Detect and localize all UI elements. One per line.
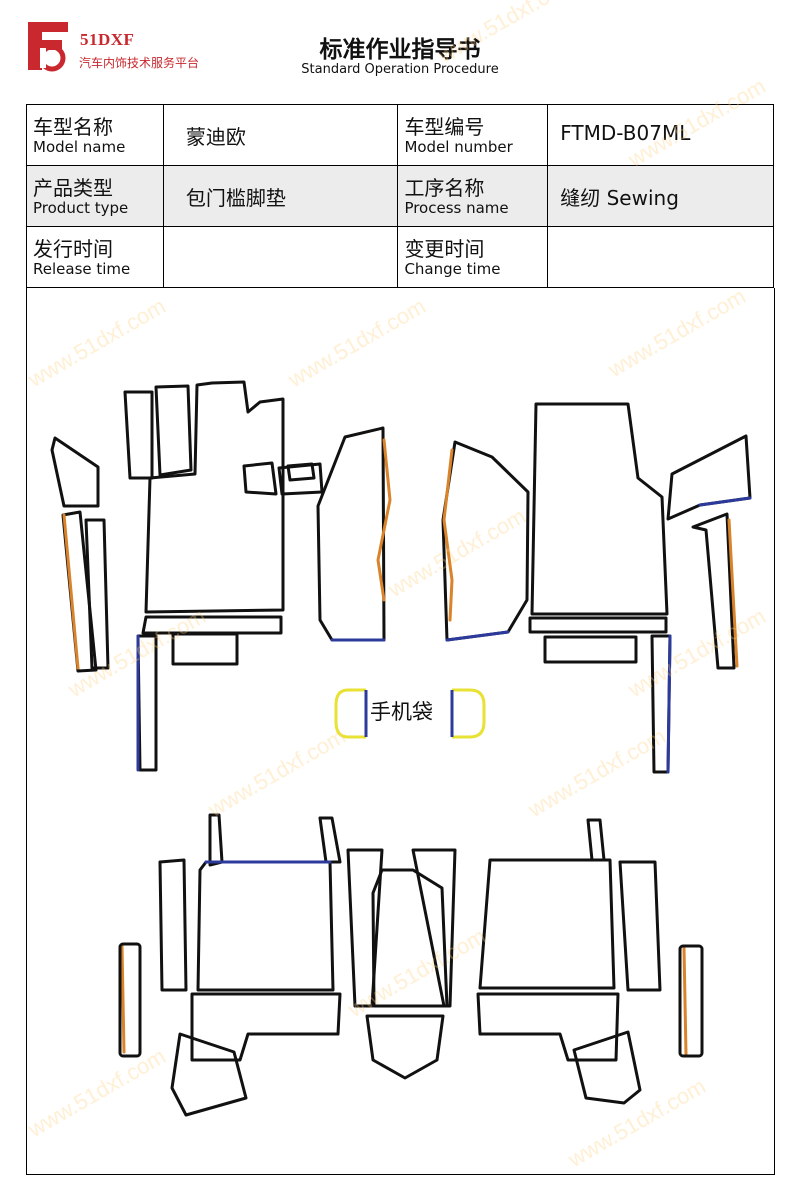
- mat-piece-front-left-panel-2: [154, 384, 193, 477]
- mat-piece-rear-right-side: [618, 860, 662, 992]
- process-name-label-cn: 工序名称: [404, 176, 485, 200]
- mat-piece-rear-left-lower: [190, 992, 342, 1062]
- product-type-label-cn: 产品类型: [33, 176, 113, 200]
- mat-piece-rear-center-lower: [365, 1014, 445, 1080]
- mat-piece-front-left-sill: [141, 615, 283, 635]
- mat-piece-rear-left-side: [158, 858, 188, 992]
- edge-binding-rear-left-orange: [120, 944, 126, 1054]
- mat-piece-rear-left-clip: [208, 813, 224, 867]
- release-time-label-cn: 发行时间: [33, 237, 113, 261]
- model-number-value-cell: FTMD-B07ML: [547, 104, 774, 166]
- change-time-label-en: Change time: [404, 260, 501, 278]
- mat-piece-front-right-heel: [543, 635, 638, 664]
- mat-piece-front-left-main: [144, 380, 285, 614]
- document-title: 标准作业指导书: [319, 37, 481, 63]
- change-time-label-cell: 变更时间 Change time: [397, 226, 549, 288]
- document-subtitle: Standard Operation Procedure: [301, 62, 499, 77]
- release-time-label-cell: 发行时间 Release time: [26, 226, 164, 288]
- mat-piece-front-left-panel: [123, 390, 154, 480]
- release-time-value-cell: [162, 226, 399, 288]
- edge-binding-right-trim-blue: [698, 496, 752, 507]
- phone-pocket-right-outline: [452, 688, 486, 739]
- mat-piece-front-left-small: [286, 462, 316, 482]
- model-name-value-cell: 蒙迪欧: [162, 104, 399, 166]
- mat-piece-front-left-tab: [242, 461, 278, 496]
- edge-binding-left-door-orange: [376, 438, 392, 602]
- model-number-value: FTMD-B07ML: [560, 121, 691, 145]
- brand-name: 51DXF: [80, 30, 135, 49]
- mat-piece-left-side-trim: [50, 436, 100, 508]
- brand-tagline: 汽车内饰技术服务平台: [79, 56, 200, 70]
- edge-binding-right-strip-orange: [727, 518, 739, 668]
- mat-piece-rear-right-main: [478, 858, 616, 990]
- release-time-label-en: Release time: [33, 260, 131, 278]
- mat-piece-rear-left-main: [196, 860, 335, 992]
- product-type-label-cell: 产品类型 Product type: [26, 165, 164, 227]
- info-table: 车型名称 Model name 蒙迪欧 车型编号 Model number FT…: [26, 104, 774, 288]
- process-name-value-cell: 缝纫 Sewing: [547, 165, 774, 227]
- mat-piece-left-door-panel: [316, 426, 386, 642]
- mat-piece-front-left-heel: [171, 632, 239, 666]
- mat-piece-rear-right-strip: [678, 944, 704, 1058]
- mat-piece-rear-right-lower: [476, 992, 620, 1062]
- edge-binding-rear-right-orange: [682, 946, 688, 1056]
- mat-piece-left-strip-inner: [84, 518, 110, 670]
- mat-piece-right-strip: [691, 512, 736, 670]
- product-type-label-en: Product type: [33, 199, 129, 217]
- mat-piece-rear-left-strip: [118, 942, 142, 1058]
- pattern-panel: [26, 288, 775, 1175]
- edge-binding-right-door-blue: [445, 630, 510, 642]
- mat-piece-front-left-long-strip: [136, 634, 158, 772]
- mat-piece-rear-right-clip: [586, 818, 606, 862]
- mat-piece-right-door-panel: [441, 440, 530, 642]
- mat-piece-rear-left-tab: [318, 816, 342, 864]
- model-name-label-en: Model name: [33, 138, 126, 156]
- mat-piece-rear-right-corner: [572, 1030, 642, 1105]
- mat-piece-rear-center-tunnel: [371, 868, 449, 1008]
- edge-binding-left-orange: [62, 513, 80, 670]
- model-number-label-en: Model number: [404, 138, 513, 156]
- phone-pocket-left-outline: [334, 688, 366, 739]
- mat-piece-front-right-sill: [528, 616, 668, 634]
- change-time-label-cn: 变更时间: [404, 237, 485, 261]
- info-row-time: 发行时间 Release time 变更时间 Change time: [26, 226, 774, 288]
- document-header: 51DXF 汽车内饰技术服务平台 标准作业指导书 Standard Operat…: [0, 0, 800, 100]
- change-time-value-cell: [547, 226, 774, 288]
- model-name-label-cn: 车型名称: [33, 115, 113, 139]
- process-name-value: 缝纫 Sewing: [560, 186, 679, 210]
- process-name-label-cell: 工序名称 Process name: [397, 165, 549, 227]
- mat-piece-front-right-main: [530, 402, 669, 616]
- model-number-label-cn: 车型编号: [404, 115, 485, 139]
- phone-pocket-label: 手机袋: [370, 700, 433, 724]
- product-type-value-cell: 包门槛脚垫: [162, 165, 399, 227]
- brand-logo-icon: [28, 22, 68, 72]
- info-row-model: 车型名称 Model name 蒙迪欧 车型编号 Model number FT…: [26, 104, 774, 166]
- process-name-label-en: Process name: [404, 199, 509, 217]
- mat-piece-rear-center-left: [346, 848, 384, 1008]
- model-name-label-cell: 车型名称 Model name: [26, 104, 164, 166]
- model-number-label-cell: 车型编号 Model number: [397, 104, 549, 166]
- edge-binding-front-right-blue: [666, 634, 672, 774]
- mat-piece-rear-left-corner: [170, 1032, 248, 1117]
- product-type-value: 包门槛脚垫: [185, 186, 286, 210]
- mat-piece-rear-center-right: [411, 848, 457, 1008]
- info-row-product: 产品类型 Product type 包门槛脚垫 工序名称 Process nam…: [26, 165, 774, 227]
- model-name-value: 蒙迪欧: [185, 125, 246, 149]
- mat-piece-right-side-trim: [666, 434, 752, 521]
- edge-binding-right-door-orange: [442, 448, 454, 622]
